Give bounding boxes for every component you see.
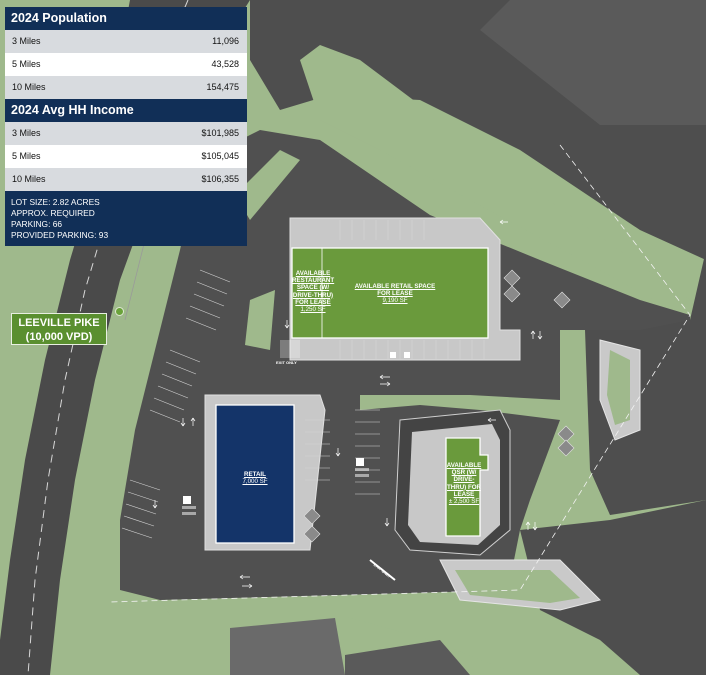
retail-space-parcel[interactable] xyxy=(291,247,489,339)
building-south xyxy=(230,618,345,675)
required-parking-label: APPROX. REQUIRED xyxy=(11,208,95,218)
exit-bar-south xyxy=(369,559,396,581)
parking-sign-icon xyxy=(356,458,364,466)
qsr-label-line: DRIVE- xyxy=(453,476,475,484)
population-row: 3 Miles 11,096 xyxy=(5,30,247,53)
income-row: 10 Miles $106,355 xyxy=(5,168,247,191)
restaurant-label-line: DRIVE-THRU) xyxy=(292,291,334,299)
population-row-label: 10 Miles xyxy=(12,82,46,92)
restaurant-label-line: SPACE (W/ xyxy=(296,284,330,292)
road-traffic: (10,000 VPD) xyxy=(25,331,93,343)
income-row-value: $106,355 xyxy=(201,174,239,184)
accessible-space-icon xyxy=(390,352,396,358)
exit-lane-north xyxy=(280,340,300,358)
income-row-label: 10 Miles xyxy=(12,174,46,184)
income-row: 5 Miles $105,045 xyxy=(5,145,247,168)
population-row-label: 5 Miles xyxy=(12,59,41,69)
location-marker-icon xyxy=(115,307,124,316)
population-row-value: 154,475 xyxy=(206,82,239,92)
building-northeast xyxy=(480,0,706,125)
qsr-size: ± 2,500 SF xyxy=(448,498,480,506)
retail-parcel[interactable] xyxy=(215,404,295,544)
restaurant-size: 1,250 SF xyxy=(300,306,326,314)
population-row: 10 Miles 154,475 xyxy=(5,76,247,99)
property-boundary xyxy=(109,144,691,603)
road-badge: LEEVILLE PIKE (10,000 VPD) xyxy=(11,313,107,345)
retail-label-line: RETAIL xyxy=(244,471,266,478)
grass-strip-middle xyxy=(360,395,560,420)
restaurant-label-line: RESTAURANT xyxy=(292,277,335,285)
income-row-value: $105,045 xyxy=(201,151,239,161)
accessible-space-icon xyxy=(404,352,410,358)
population-title: 2024 Population xyxy=(5,7,247,30)
qsr-label-line: LEASE xyxy=(453,490,475,498)
parking-stalls-west xyxy=(121,269,231,539)
grass-island-south xyxy=(455,570,580,603)
income-title: 2024 Avg HH Income xyxy=(5,99,247,122)
qsr-parcel[interactable] xyxy=(445,437,489,537)
building-southeast xyxy=(345,640,470,675)
leeville-pike-road xyxy=(0,0,250,675)
population-row-label: 3 Miles xyxy=(12,36,41,46)
qsr-parcel-label: AVAILABLE QSR (W/ DRIVE- THRU) FOR LEASE… xyxy=(446,462,482,505)
income-row-label: 5 Miles xyxy=(12,151,41,161)
retail-parcel-label: RETAIL 7,000 SF xyxy=(226,471,284,485)
population-row: 5 Miles 43,528 xyxy=(5,53,247,76)
income-row: 3 Miles $101,985 xyxy=(5,122,247,145)
traffic-arrows xyxy=(152,219,543,589)
grass-south xyxy=(160,520,706,675)
qsr-label-line: QSR (W/ xyxy=(451,469,477,477)
grass-island-2 xyxy=(245,290,275,350)
crosswalk-hatch xyxy=(182,468,369,515)
retail-space-label-line: FOR LEASE xyxy=(377,290,413,298)
grass-wedge-north xyxy=(300,45,690,320)
demographics-panel: 2024 Population 3 Miles 11,096 5 Miles 4… xyxy=(5,7,247,246)
qsr-label-line: AVAILABLE xyxy=(446,462,482,469)
retail-space-label-line: AVAILABLE RETAIL SPACE xyxy=(354,283,436,290)
grass-island-east xyxy=(607,350,630,425)
income-row-value: $101,985 xyxy=(201,128,239,138)
asphalt-west-patch xyxy=(130,430,175,520)
qsr-label-line: THRU) FOR xyxy=(446,483,482,491)
landscape-diamonds xyxy=(303,269,575,543)
asphalt-southeast xyxy=(520,500,706,675)
asphalt-east xyxy=(585,250,706,515)
population-row-value: 43,528 xyxy=(211,59,239,69)
required-parking-value: PARKING: 66 xyxy=(11,219,63,229)
parking-stalls-north xyxy=(339,220,485,360)
exit-only-sign-north: EXIT ONLY xyxy=(276,360,297,365)
retail-space-parcel-label: AVAILABLE RETAIL SPACE FOR LEASE 9,190 S… xyxy=(350,283,440,305)
parking-sign-icon xyxy=(183,496,191,504)
population-row-value: 11,096 xyxy=(212,36,239,46)
restaurant-label-line: FOR LEASE xyxy=(295,298,331,306)
retail-size: 7,000 SF xyxy=(242,478,268,486)
income-row-label: 3 Miles xyxy=(12,128,41,138)
grass-island-1 xyxy=(235,150,300,220)
retail-space-size: 9,190 SF xyxy=(382,297,408,305)
provided-parking: PROVIDED PARKING: 93 xyxy=(11,230,109,240)
restaurant-parcel-label: AVAILABLE RESTAURANT SPACE (W/ DRIVE-THR… xyxy=(292,270,334,313)
restaurant-label-line: AVAILABLE xyxy=(295,270,331,277)
lot-size: LOT SIZE: 2.82 ACRES xyxy=(11,197,100,207)
lot-info: LOT SIZE: 2.82 ACRES APPROX. REQUIRED PA… xyxy=(5,191,247,246)
road-name: LEEVILLE PIKE xyxy=(18,317,100,329)
